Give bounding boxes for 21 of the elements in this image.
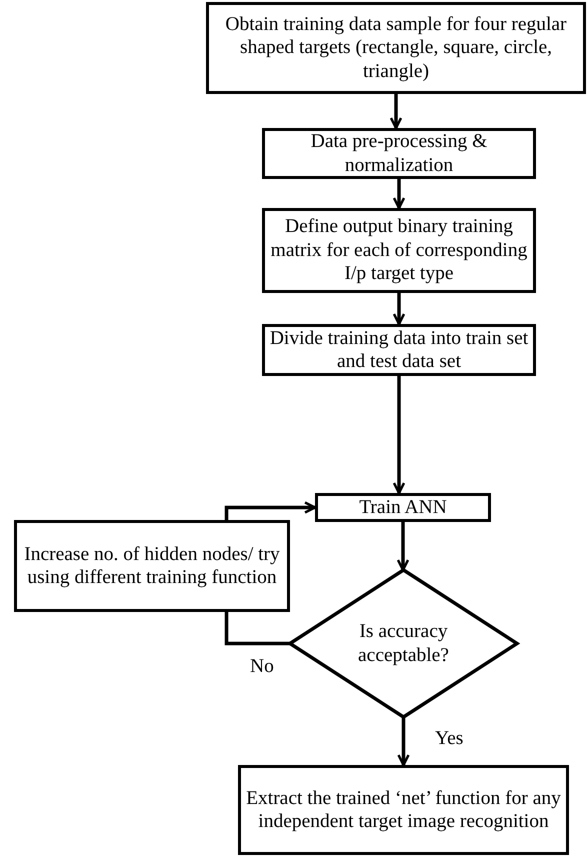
arrow [392,376,406,494]
node-text: Extract the trained ‘net’ function for any independent target image recognition [245,786,562,834]
arrow [392,293,406,326]
arrow [224,501,316,520]
arrow [396,522,410,572]
node-text: Increase no. of hidden nodes/ try using different training function [23,542,281,590]
node-text: Train ANN [359,496,447,520]
process-box [14,520,290,612]
node-text: Divide training data into train set and test data set [269,326,529,374]
node-text: Is accuracy acceptable? [357,620,450,667]
node-text: Data pre-processing & normalization [310,130,488,177]
process-box [262,208,536,293]
arrow [390,94,402,130]
node-text: Define output binary training matrix for each of corresponding I/p target type [270,215,528,286]
arrow [392,179,406,210]
process-box [262,128,536,179]
process-box [238,765,569,855]
node-text: Obtain training data sample for four regular shaped targets (rectangle, square, circle, triangle) [224,12,568,84]
process-box [206,2,586,94]
arrow [397,717,410,766]
process-box [315,493,491,522]
